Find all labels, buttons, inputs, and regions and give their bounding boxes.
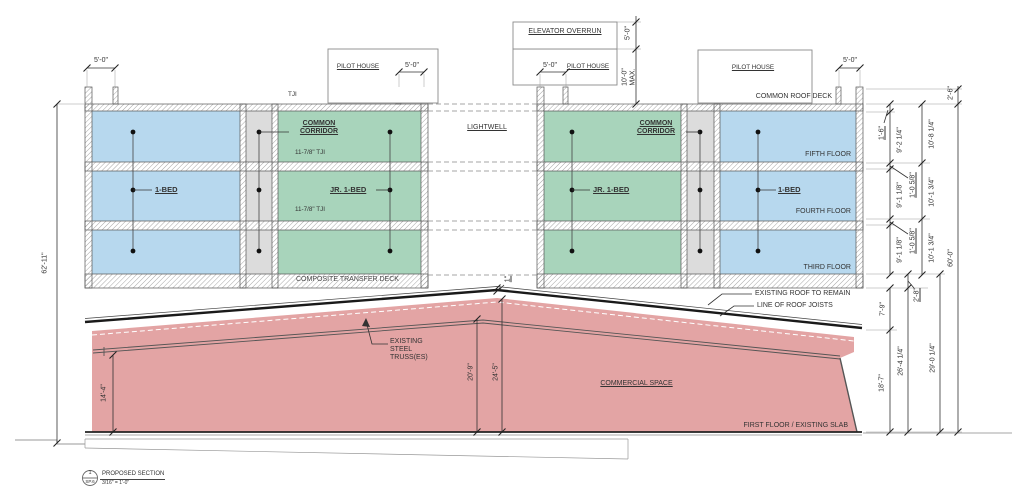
- tji-depth-label-1: 11-7/8" TJI: [295, 149, 326, 156]
- existing-steel-truss-line1: EXISTING: [390, 338, 423, 345]
- third-floor-label: THIRD FLOOR: [803, 264, 851, 271]
- dim-deck-to-roof: 7'-9": [879, 302, 887, 316]
- dim-pilot-house-max-suffix: MAX.: [629, 68, 636, 86]
- commercial-space-label: COMMERCIAL SPACE: [600, 380, 673, 387]
- pilot-house-2-box: [512, 48, 618, 86]
- elevator-overrun-box: [512, 21, 618, 50]
- elevator-overrun-label: ELEVATOR OVERRUN: [528, 28, 602, 35]
- pilot-house-2-label: PILOT HOUSE: [566, 63, 610, 70]
- dim-left-truss-clear: 14'-4": [100, 384, 108, 402]
- dim-parapet-height: 2'-6": [947, 86, 955, 100]
- pilot-house-3-box: [697, 49, 813, 104]
- lightwell-dashed-lines: [428, 103, 537, 276]
- composite-transfer-deck-label: COMPOSITE TRANSFER DECK: [296, 276, 399, 283]
- existing-steel-truss-line2: STEEL: [390, 346, 413, 354]
- existing-roof-to-remain-label: EXISTING ROOF TO REMAIN: [755, 290, 851, 297]
- dim-deck-top-to-slab: 29'-0 1/4": [929, 343, 937, 373]
- line-of-roof-joists-label: LINE OF ROOF JOISTS: [757, 302, 833, 309]
- common-roof-deck-label: COMMON ROOF DECK: [755, 93, 832, 100]
- dimension-lines: [56, 16, 959, 443]
- dim-parapet-setback-ph1: 5'-0": [405, 62, 419, 69]
- sheet-title: PROPOSED SECTION: [102, 471, 165, 477]
- common-corridor-left-label: COMMON CORRIDOR: [289, 120, 349, 136]
- sheet-scale: 3/16" = 1'-0": [102, 480, 130, 486]
- unit-fills: [92, 111, 856, 274]
- dim-deck-depth: 2'-8": [913, 288, 921, 302]
- slab-and-ground: [15, 431, 1012, 460]
- dim-parapet-setback-right: 5'-0": [843, 57, 857, 64]
- dim-pilot-house-max: 10'-0" MAX.: [621, 68, 636, 86]
- jr-one-bed-right-label: JR. 1-BED: [593, 185, 630, 194]
- existing-steel-truss-line3: TRUSS(ES): [390, 354, 428, 362]
- leader-lines: [133, 131, 776, 345]
- dim-floor-depth-2: 1'-0 5/8": [909, 228, 917, 254]
- lightwell-label: LIGHTWELL: [467, 124, 507, 131]
- dim-parapet-setback-ph2: 5'-0": [543, 62, 557, 69]
- existing-roof: [84, 286, 863, 342]
- dim-roof-to-slab-total: 26'-4 1/4": [897, 346, 905, 376]
- fourth-floor-label: FOURTH FLOOR: [795, 208, 851, 215]
- dim-truss-clear: 20'-9": [467, 363, 475, 381]
- pilot-house-3-label: PILOT HOUSE: [731, 64, 775, 71]
- one-bed-left-label: 1-BED: [155, 185, 178, 194]
- dim-typical-clear-1: 9'-1 1/8": [896, 182, 904, 208]
- extension-lines: [57, 21, 962, 433]
- section-marker-number: 1: [88, 469, 92, 476]
- section-marker-sheet: SP.6: [85, 479, 95, 484]
- common-corridor-left-line1: COMMON: [302, 120, 336, 127]
- dim-overall-left: 62'-11": [41, 252, 49, 274]
- dim-roof-to-slab: 18'-7": [878, 374, 886, 392]
- roof-boxes: [327, 21, 813, 104]
- dim-fifth-total: 10'-8 1/4": [928, 119, 936, 149]
- dim-floor-depth-1: 1'-0 5/8": [909, 172, 917, 198]
- first-floor-slab-label: FIRST FLOOR / EXISTING SLAB: [743, 422, 848, 429]
- common-corridor-right-line1: COMMON: [639, 120, 673, 127]
- column-dots: [130, 129, 761, 254]
- dim-overall-right: 60'-0": [947, 249, 955, 267]
- dim-parapet-setback-left: 5'-0": [94, 57, 108, 64]
- dim-typical-total-1: 10'-1 3/4": [928, 177, 936, 207]
- common-corridor-left-line2: CORRIDOR: [299, 128, 339, 136]
- steel-truss: [92, 319, 858, 433]
- one-bed-right-label: 1-BED: [778, 185, 801, 194]
- dim-typical-total-2: 10'-1 3/4": [928, 233, 936, 263]
- jr-one-bed-left-label: JR. 1-BED: [330, 185, 367, 194]
- commercial-space-fill: [92, 298, 857, 432]
- dim-pilot-house-max-value: 10'-0": [621, 68, 629, 86]
- fifth-floor-label: FIFTH FLOOR: [805, 151, 851, 158]
- dim-elevator-overrun-height: 5'-0": [624, 26, 632, 40]
- dim-roof-structure-depth: 1'-6": [878, 126, 886, 140]
- tji-label: TJI: [288, 91, 297, 98]
- pilot-house-1-box: [327, 48, 439, 104]
- pilot-house-1-label: PILOT HOUSE: [336, 63, 380, 70]
- common-corridor-right-line2: CORRIDOR: [636, 128, 676, 136]
- tji-depth-label-2: 11-7/8" TJI: [295, 206, 326, 213]
- section-marker: [82, 470, 165, 486]
- dim-peak-clear: 24'-5": [492, 363, 500, 381]
- dim-typical-clear-2: 9'-1 1/8": [896, 237, 904, 263]
- existing-steel-truss-label: EXISTING STEEL TRUSS(ES): [390, 338, 428, 362]
- common-corridor-right-label: COMMON CORRIDOR: [626, 120, 686, 136]
- dim-fifth-clear: 9'-2 1/4": [896, 127, 904, 153]
- dim-peak-gap: 1": [504, 275, 512, 283]
